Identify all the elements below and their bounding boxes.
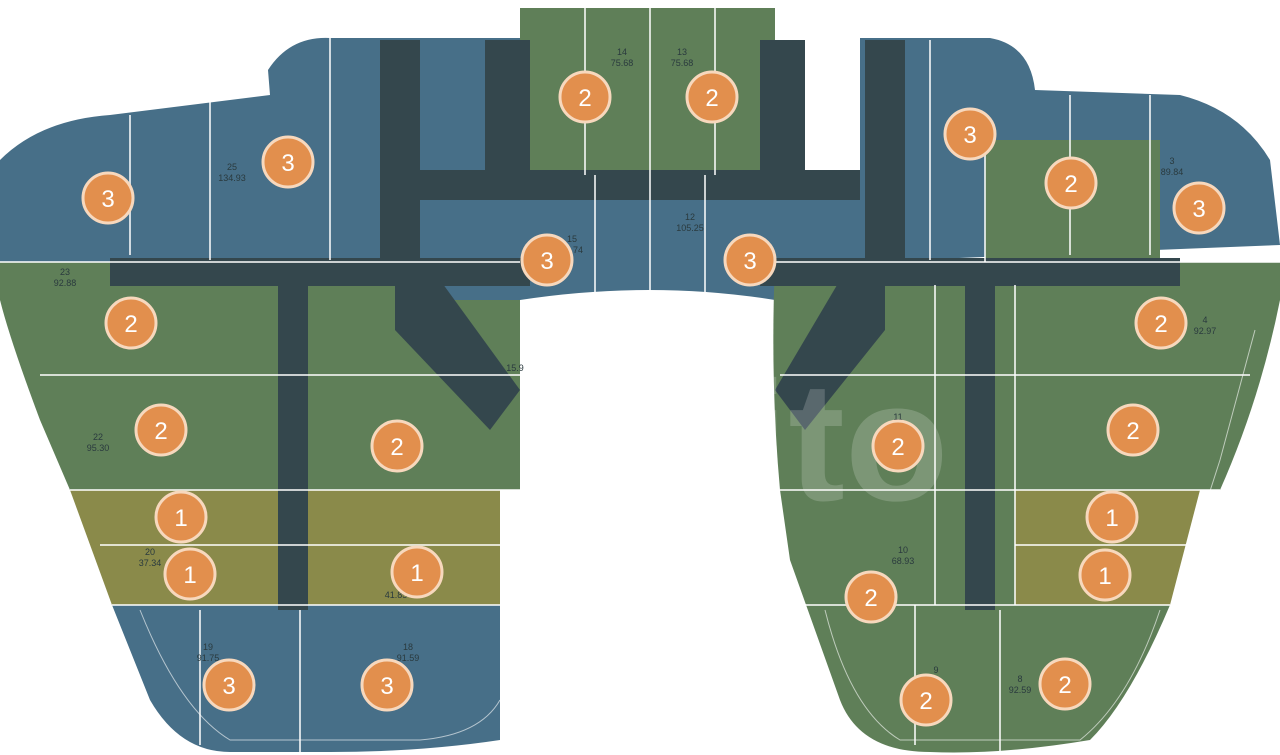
room-badge[interactable]: 3 — [261, 135, 315, 189]
apt-14-area: 75.68 — [611, 58, 634, 68]
apt-25-number: 25 — [227, 162, 237, 172]
svg-text:2: 2 — [578, 85, 591, 112]
apt-13-number: 13 — [677, 47, 687, 57]
room-badge[interactable]: 1 — [154, 490, 208, 544]
zone-one-room-right — [1015, 490, 1200, 605]
room-badge[interactable]: 3 — [360, 658, 414, 712]
svg-text:3: 3 — [540, 248, 553, 275]
apt-3-number: 3 — [1169, 156, 1174, 166]
svg-text:2: 2 — [1064, 171, 1077, 198]
svg-text:3: 3 — [222, 673, 235, 700]
apt-22-number: 22 — [93, 432, 103, 442]
svg-text:2: 2 — [1154, 311, 1167, 338]
room-badge[interactable]: 2 — [899, 673, 953, 727]
room-badge[interactable]: 1 — [390, 545, 444, 599]
svg-text:2: 2 — [919, 688, 932, 715]
room-badge[interactable]: 1 — [163, 547, 217, 601]
svg-text:2: 2 — [1058, 672, 1071, 699]
apt-20-number: 20 — [145, 547, 155, 557]
svg-text:3: 3 — [1192, 196, 1205, 223]
svg-text:2: 2 — [390, 434, 403, 461]
room-badge[interactable]: 2 — [1044, 156, 1098, 210]
svg-text:3: 3 — [743, 248, 756, 275]
room-badge[interactable]: 2 — [558, 70, 612, 124]
svg-text:2: 2 — [891, 434, 904, 461]
room-badge[interactable]: 2 — [1106, 403, 1160, 457]
walls — [0, 8, 1280, 752]
svg-text:3: 3 — [101, 186, 114, 213]
room-badge[interactable]: 1 — [1085, 490, 1139, 544]
svg-text:1: 1 — [410, 560, 423, 587]
room-badge[interactable]: 2 — [844, 570, 898, 624]
svg-text:3: 3 — [281, 150, 294, 177]
svg-text:1: 1 — [1098, 563, 1111, 590]
zone-three-room-bottom-left — [112, 605, 500, 752]
apartment-labels: 25 134.93 14 75.68 13 75.68 12 105.25 3 … — [54, 47, 1217, 695]
apt-12-number: 12 — [685, 212, 695, 222]
svg-text:2: 2 — [124, 311, 137, 338]
svg-text:3: 3 — [380, 673, 393, 700]
apt-23-area: 92.88 — [54, 278, 77, 288]
room-badge[interactable]: 3 — [202, 658, 256, 712]
apt-19-area: 91.75 — [197, 653, 220, 663]
svg-text:2: 2 — [154, 418, 167, 445]
room-badge[interactable]: 3 — [81, 171, 135, 225]
apt-9-number: 9 — [933, 665, 938, 675]
room-badge[interactable]: 3 — [943, 107, 997, 161]
apt-18-area: 91.59 — [397, 653, 420, 663]
room-badge[interactable]: 2 — [1038, 657, 1092, 711]
apt-10-area: 68.93 — [892, 556, 915, 566]
svg-text:1: 1 — [174, 505, 187, 532]
apt-11-number: 11 — [893, 412, 902, 422]
courtyard — [520, 307, 775, 755]
svg-text:1: 1 — [1105, 505, 1118, 532]
room-badge[interactable]: 2 — [871, 419, 925, 473]
room-badge[interactable]: 3 — [1172, 181, 1226, 235]
svg-text:3: 3 — [963, 122, 976, 149]
balcony-outlines — [29, 329, 1256, 741]
apt-25-area: 134.93 — [218, 173, 246, 183]
room-badge[interactable]: 2 — [370, 419, 424, 473]
apt-15-number: 15 — [567, 234, 577, 244]
corridor-area: 15.9 — [506, 363, 524, 373]
apt-3-area: 89.84 — [1161, 167, 1184, 177]
apt-12-area: 105.25 — [676, 223, 704, 233]
room-badge[interactable]: 2 — [1134, 296, 1188, 350]
apt-23-number: 23 — [60, 267, 70, 277]
apt-18-number: 18 — [403, 642, 413, 652]
apt-10-number: 10 — [898, 545, 908, 555]
room-badges: 3 3 2 2 3 2 3 3 3 2 2 2 2 2 2 1 1 1 1 1 … — [81, 70, 1226, 727]
apt-19-number: 19 — [203, 642, 213, 652]
apt-14-number: 14 — [617, 47, 627, 57]
room-badge[interactable]: 1 — [1078, 548, 1132, 602]
apt-4-area: 92.97 — [1194, 326, 1217, 336]
apt-area-4185: 41.85 — [385, 590, 408, 600]
room-badge[interactable]: 2 — [685, 70, 739, 124]
svg-text:2: 2 — [705, 85, 718, 112]
apt-22-area: 95.30 — [87, 443, 110, 453]
room-badge[interactable]: 2 — [104, 296, 158, 350]
svg-text:2: 2 — [864, 585, 877, 612]
apt-4-number: 4 — [1202, 315, 1207, 325]
apt-20-area: 37.34 — [139, 558, 162, 568]
room-badge[interactable]: 3 — [723, 233, 777, 287]
svg-text:1: 1 — [183, 562, 196, 589]
room-badge[interactable]: 3 — [520, 233, 574, 287]
apt-13-area: 75.68 — [671, 58, 694, 68]
room-badge[interactable]: 2 — [134, 403, 188, 457]
apt-8-area: 92.59 — [1009, 685, 1032, 695]
zone-two-room-top-center — [520, 8, 775, 175]
apt-15-area: 74 — [573, 245, 583, 255]
apt-8-number: 8 — [1017, 674, 1022, 684]
svg-text:2: 2 — [1126, 418, 1139, 445]
